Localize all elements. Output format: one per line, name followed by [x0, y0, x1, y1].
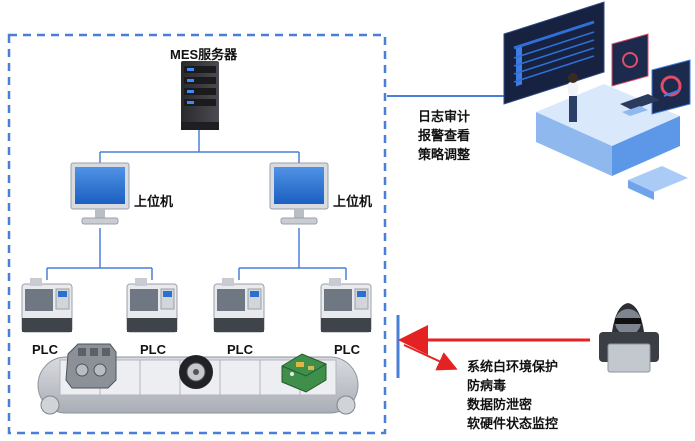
audit-function-list: 日志审计 报警查看 策略调整 [418, 107, 470, 164]
server-label: MES服务器 [170, 47, 238, 62]
cnc-machine-icon [126, 278, 178, 333]
protection-function: 系统白环境保护 [467, 359, 559, 374]
plc-label-3: PLC [227, 342, 253, 357]
server-icon [181, 61, 219, 130]
audit-function: 日志审计 [418, 109, 471, 124]
host-label-2: 上位机 [333, 194, 373, 209]
cnc-machine-icon [21, 278, 73, 333]
protection-function: 数据防泄密 [467, 397, 533, 412]
protection-function: 防病毒 [467, 378, 507, 393]
audit-function: 报警查看 [418, 128, 471, 143]
plc-label-1: PLC [32, 342, 58, 357]
cnc-machine-icon [213, 278, 265, 333]
circuit-board-icon [281, 353, 327, 393]
production-zone-boundary [7, 33, 387, 435]
hacker-icon [599, 303, 659, 373]
network-links [46, 130, 347, 280]
tire-icon [179, 355, 213, 389]
protection-function-list: 系统白环境保护 防病毒 数据防泄密 软硬件状态监控 [467, 357, 558, 433]
host-label-1: 上位机 [134, 194, 174, 209]
engine-block-icon [65, 343, 117, 389]
monitor-icon [70, 162, 130, 225]
monitor-icon [269, 162, 329, 225]
audit-function: 策略调整 [418, 147, 471, 162]
cnc-machine-icon [320, 278, 372, 333]
protection-function: 软硬件状态监控 [467, 416, 559, 431]
security-console-icon [503, 1, 691, 200]
plc-label-4: PLC [334, 342, 360, 357]
protection-arrow [403, 344, 458, 371]
plc-label-2: PLC [140, 342, 166, 357]
